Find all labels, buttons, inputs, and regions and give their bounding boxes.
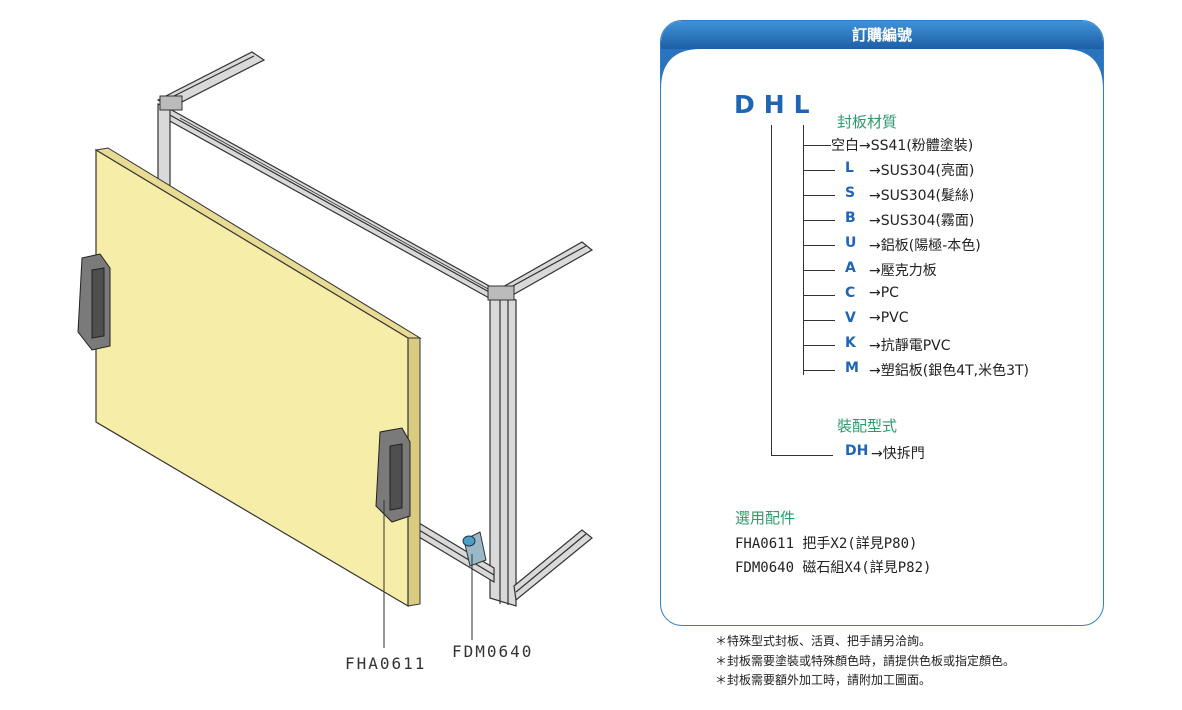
tree-line-material-branch [803, 345, 835, 346]
corner-connectors [159, 95, 515, 301]
material-key: L [845, 160, 854, 176]
assembly-group-label: 裝配型式 [837, 417, 898, 435]
material-value: 空白→SS41(粉體塗裝) [831, 138, 974, 154]
door-panel [94, 147, 422, 608]
material-key: U [845, 235, 857, 251]
tree-line-assembly-drop [771, 125, 772, 455]
tree-line-material-branch [803, 295, 835, 296]
material-key: B [845, 210, 856, 226]
tree-line-material-branch [803, 195, 835, 196]
tree-line-material-branch [803, 245, 835, 246]
accessory-item: FDM0640 磁石組X4(詳見P82) [735, 560, 932, 576]
note-line: ＊封板需要塗裝或特殊顏色時，請提供色板或指定顏色。 [715, 654, 1016, 668]
material-value: →SUS304(亮面) [869, 163, 975, 179]
material-key: A [845, 260, 856, 276]
material-value: →PVC [869, 310, 909, 326]
material-key: M [845, 360, 859, 376]
material-key: V [845, 310, 856, 326]
material-value: →SUS304(髮絲) [869, 188, 975, 204]
door-handle-left [77, 253, 111, 351]
assembly-key: DH [845, 443, 869, 459]
aluminum-frame [156, 51, 594, 607]
material-value: →鋁板(陽極-本色) [869, 238, 981, 254]
ordering-code-panel: 訂購編號 DHL 封板材質 空白→SS41(粉體塗裝) L →SUS304(亮面) S… [660, 20, 1104, 626]
tree-line-material-drop [803, 125, 804, 375]
panel-title: 訂購編號 [661, 21, 1103, 49]
tree-line-material-branch [803, 145, 831, 146]
material-value: →壓克力板 [869, 263, 937, 279]
tree-line-material-branch [803, 270, 835, 271]
assembly-value: →快拆門 [871, 446, 925, 462]
material-key: C [845, 285, 856, 301]
tree-line-assembly-branch [771, 455, 833, 456]
accessory-item: FHA0611 把手X2(詳見P80) [735, 536, 918, 552]
material-key: K [845, 335, 856, 351]
order-code: DHL [734, 90, 819, 119]
note-line: ＊特殊型式封板、活頁、把手請另洽詢。 [715, 634, 932, 648]
magnet-callout-label: FDM0640 [452, 642, 534, 661]
material-value: →PC [869, 285, 899, 301]
note-line: ＊封板需要額外加工時，請附加工圖面。 [715, 673, 932, 687]
tree-line-material-branch [803, 220, 835, 221]
material-value: →SUS304(霧面) [869, 213, 975, 229]
material-group-label: 封板材質 [837, 113, 898, 131]
handle-callout-label: FHA0611 [345, 654, 427, 673]
tree-line-material-branch [803, 370, 835, 371]
tree-line-material-branch [803, 170, 835, 171]
accessories-group-label: 選用配件 [735, 509, 796, 527]
door-assembly-illustration [77, 51, 594, 648]
material-value: →塑鋁板(銀色4T,米色3T) [869, 363, 1030, 379]
panel-header-curve [661, 49, 1103, 89]
door-handle-right [375, 427, 411, 523]
tree-line-material-branch [803, 320, 835, 321]
magnet-part [462, 531, 487, 567]
material-value: →抗靜電PVC [869, 338, 951, 354]
material-key: S [845, 185, 856, 201]
